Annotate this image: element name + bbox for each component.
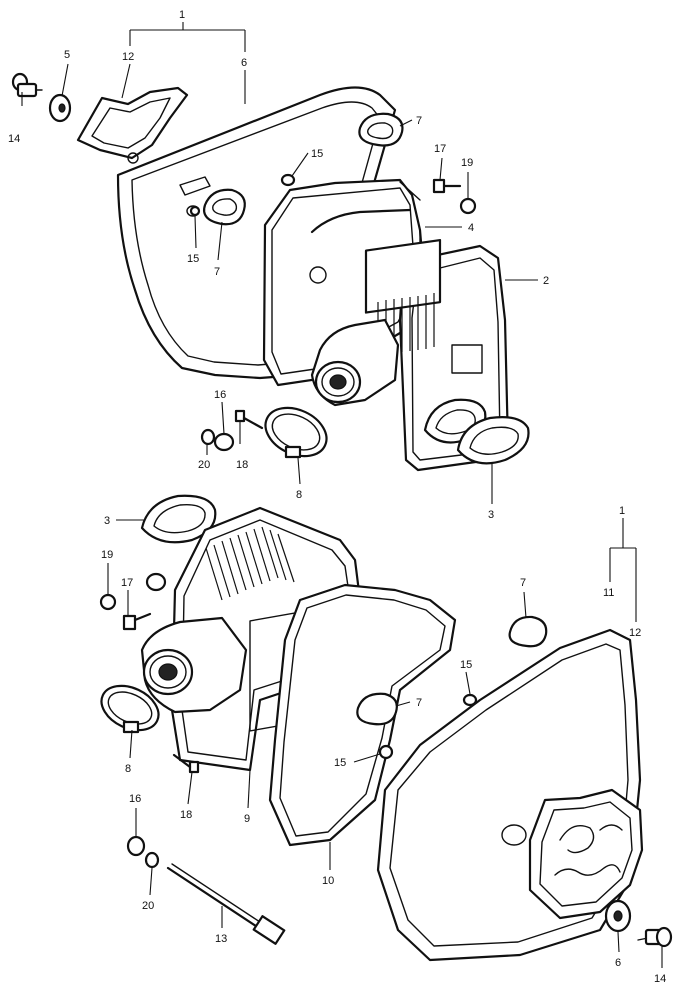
grommet-15-bottom-mid xyxy=(378,744,394,760)
callout-7-top-right: 7 xyxy=(416,115,422,127)
knob-screw-bottom xyxy=(637,926,673,948)
callout-11: 11 xyxy=(603,587,614,599)
leader-lines xyxy=(21,22,663,968)
bottom-assembly xyxy=(99,494,673,962)
callout-12-top: 12 xyxy=(122,51,134,63)
callout-14-top: 14 xyxy=(8,133,20,145)
hose-clamp-top xyxy=(264,406,328,459)
callout-5-top: 5 xyxy=(64,49,70,61)
grommet-lower-left xyxy=(145,572,167,592)
rubber-washer-top xyxy=(48,93,72,123)
grommet-3-bottom xyxy=(140,494,217,544)
washer-20-bottom xyxy=(144,851,160,869)
grommet-15-top-left xyxy=(189,205,201,217)
callout-3-top-right: 3 xyxy=(488,509,494,521)
callout-6-bottom: 6 xyxy=(615,957,621,969)
bolt-18-bottom xyxy=(172,753,200,774)
callout-7-bottom-right: 7 xyxy=(520,577,526,589)
callout-2: 2 xyxy=(543,275,549,287)
callout-16-bottom: 16 xyxy=(129,793,141,805)
intake-tube-bottom xyxy=(140,616,248,714)
callout-6-top: 6 xyxy=(241,57,247,69)
callout-15-bottom-right: 15 xyxy=(460,659,472,671)
callout-19-top: 19 xyxy=(461,157,473,169)
callout-15-bottom-mid: 15 xyxy=(334,757,346,769)
callout-14-bottom: 14 xyxy=(654,973,666,985)
washer-19-bottom xyxy=(99,593,117,611)
callout-19-bottom: 19 xyxy=(101,549,113,561)
side-cover-right xyxy=(376,628,644,962)
callout-15-top-mid: 15 xyxy=(311,148,323,160)
callout-16-mid: 16 xyxy=(214,389,226,401)
top-assembly xyxy=(11,72,530,472)
callout-15-top-left: 15 xyxy=(187,253,199,265)
filter-element-fins-bottom xyxy=(205,526,295,601)
callout-13: 13 xyxy=(215,933,227,945)
callout-7-bottom-mid: 7 xyxy=(416,697,422,709)
callout-18-mid: 18 xyxy=(236,459,248,471)
callout-4: 4 xyxy=(468,222,474,234)
grommet-15-top-mid xyxy=(280,173,296,187)
callout-20-bottom: 20 xyxy=(142,900,154,912)
callout-10: 10 xyxy=(322,875,334,887)
callout-17-top: 17 xyxy=(434,143,446,155)
bolt-17-top xyxy=(432,178,462,194)
grommet-7-right-top xyxy=(358,112,404,147)
callout-labels: 1 5 12 6 14 7 15 17 19 4 15 7 2 16 20 18… xyxy=(8,9,666,985)
grommet-7-left-top xyxy=(203,188,246,226)
grommet-7-bottom-right xyxy=(508,615,548,648)
callout-8-bottom: 8 xyxy=(125,763,131,775)
callout-1-bottom: 1 xyxy=(619,505,625,517)
callout-12-bottom: 12 xyxy=(629,627,641,639)
callout-8-top: 8 xyxy=(296,489,302,501)
intake-tube-top xyxy=(310,318,400,407)
callout-18-bottom: 18 xyxy=(180,809,192,821)
washer-20-mid xyxy=(200,428,216,446)
callout-9: 9 xyxy=(244,813,250,825)
washer-16-mid xyxy=(213,432,235,452)
emblem-plate-top xyxy=(76,86,189,164)
grommet-3-top-b xyxy=(456,416,530,465)
callout-1-top: 1 xyxy=(179,9,185,21)
callout-3-bottom-left: 3 xyxy=(104,515,110,527)
bolt-17-bottom xyxy=(122,612,152,631)
rubber-washer-bottom xyxy=(604,899,632,933)
bolt-18-mid xyxy=(234,409,264,430)
callout-20-mid: 20 xyxy=(198,459,210,471)
air-cleaner-case-bottom-right xyxy=(268,583,457,847)
callout-17-bottom: 17 xyxy=(121,577,133,589)
stud-bolt-13 xyxy=(166,863,286,945)
washer-19-top xyxy=(459,197,477,215)
hose-clamp-bottom xyxy=(100,684,160,734)
emblem-badge-bottom xyxy=(528,788,644,920)
knob-screw-top xyxy=(11,72,43,98)
washer-16-bottom xyxy=(126,835,146,857)
callout-7-top-left: 7 xyxy=(214,266,220,278)
grommet-15-bottom-right xyxy=(462,693,478,707)
